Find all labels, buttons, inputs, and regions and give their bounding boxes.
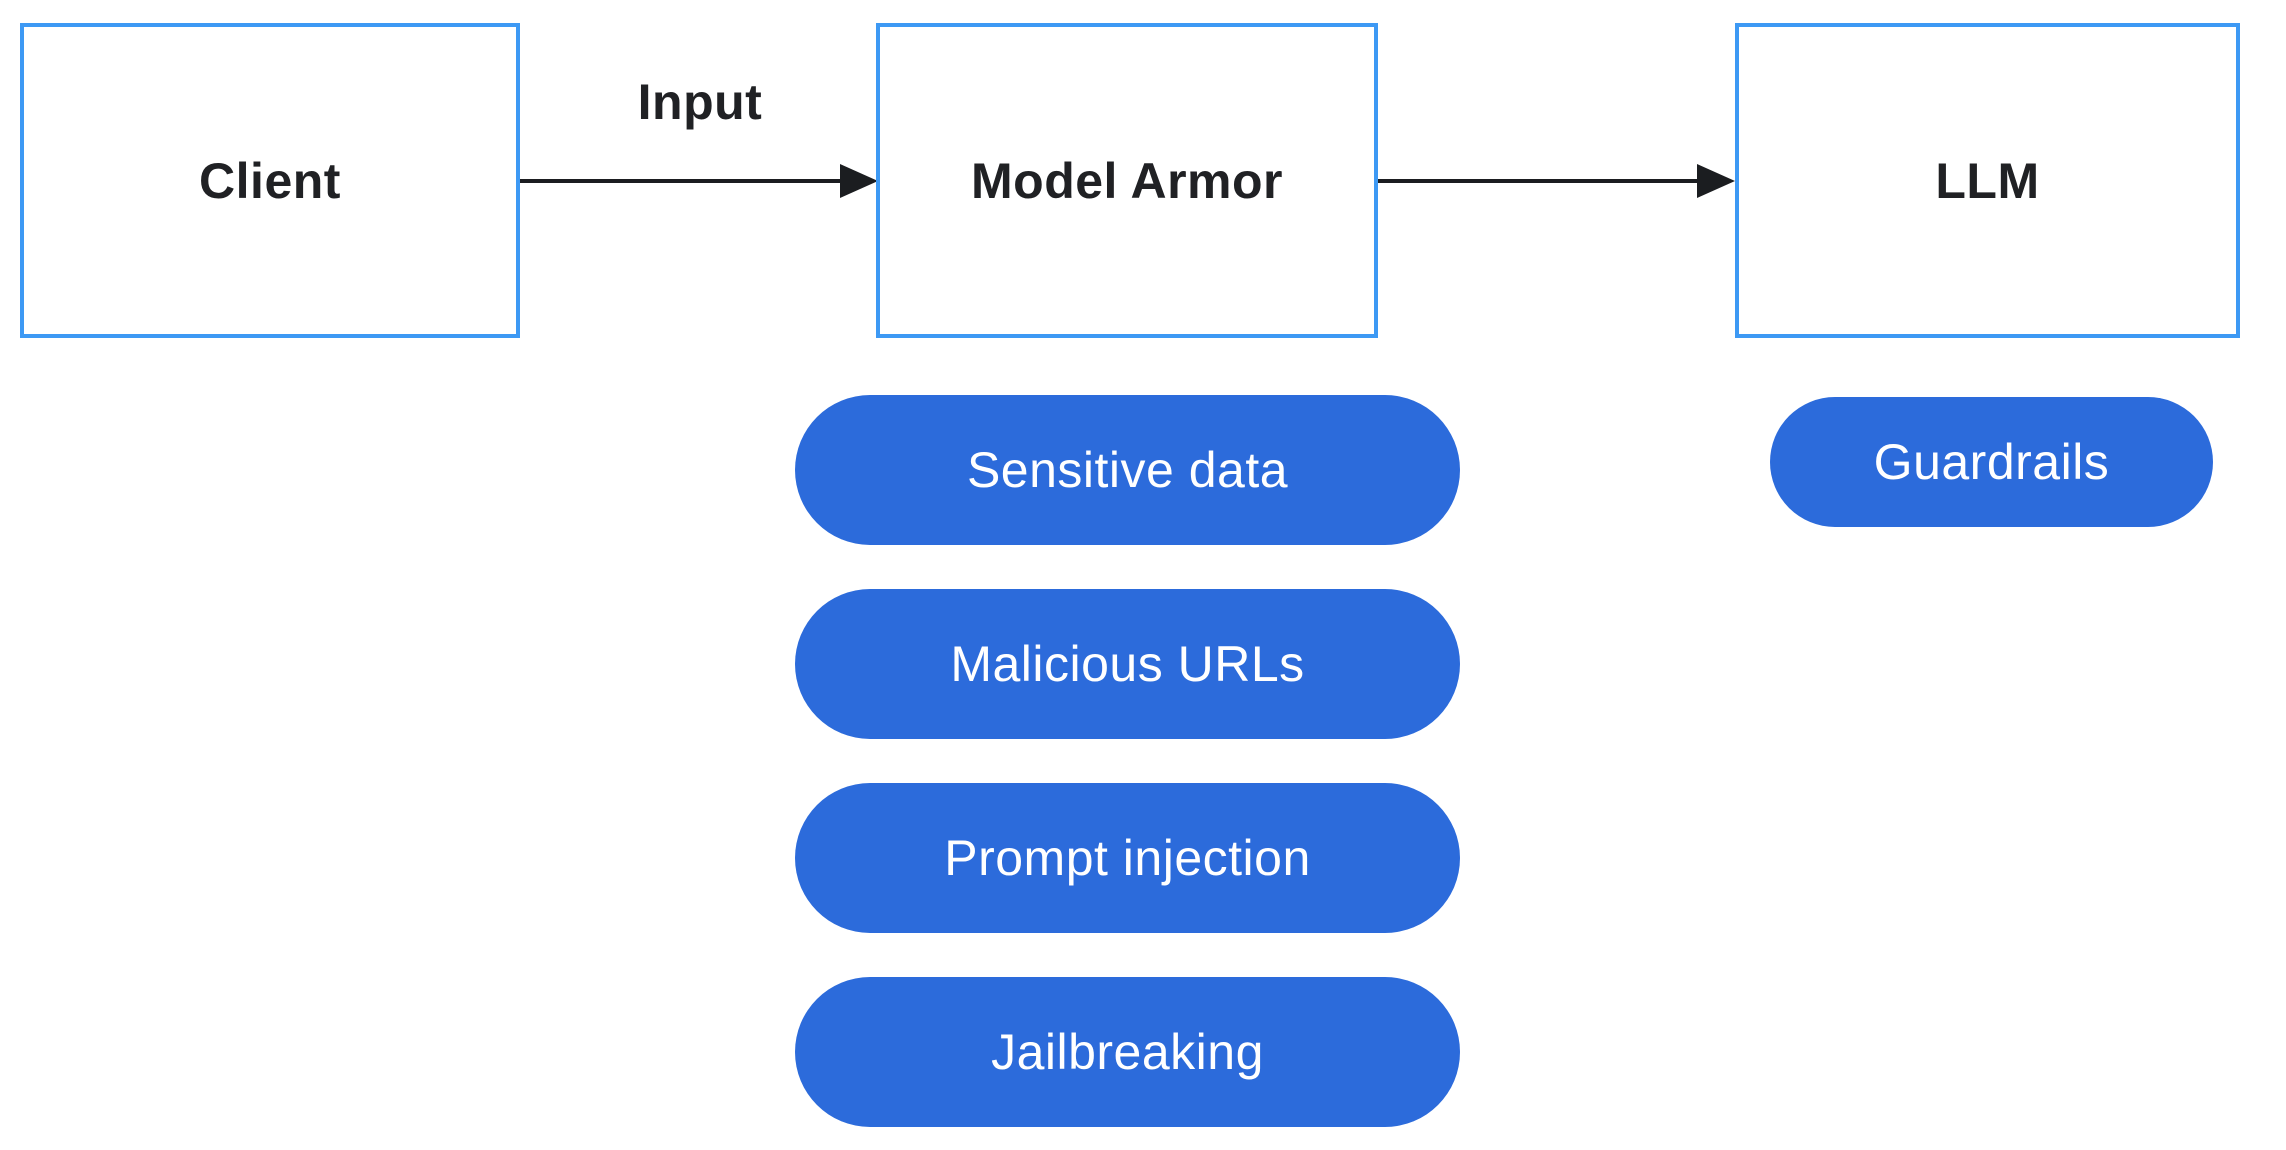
arrow-client-to-model-armor [520, 164, 878, 198]
check-pill-prompt-injection: Prompt injection [795, 783, 1460, 933]
check-pill-sensitive-data: Sensitive data [795, 395, 1460, 545]
node-model-armor: Model Armor [876, 23, 1378, 338]
node-llm-label: LLM [1935, 152, 2040, 209]
node-client: Client [20, 23, 520, 338]
node-client-label: Client [199, 152, 341, 209]
badge-pill-guardrails: Guardrails [1770, 397, 2213, 527]
node-model-armor-label: Model Armor [971, 152, 1283, 209]
arrowhead-icon [1697, 164, 1735, 198]
arrow-model-armor-to-llm [1378, 164, 1735, 198]
arrowhead-icon [840, 164, 878, 198]
check-pill-malicious-urls: Malicious URLs [795, 589, 1460, 739]
node-llm: LLM [1735, 23, 2240, 338]
check-pill-jailbreaking: Jailbreaking [795, 977, 1460, 1127]
edge-label-input: Input [637, 74, 763, 130]
